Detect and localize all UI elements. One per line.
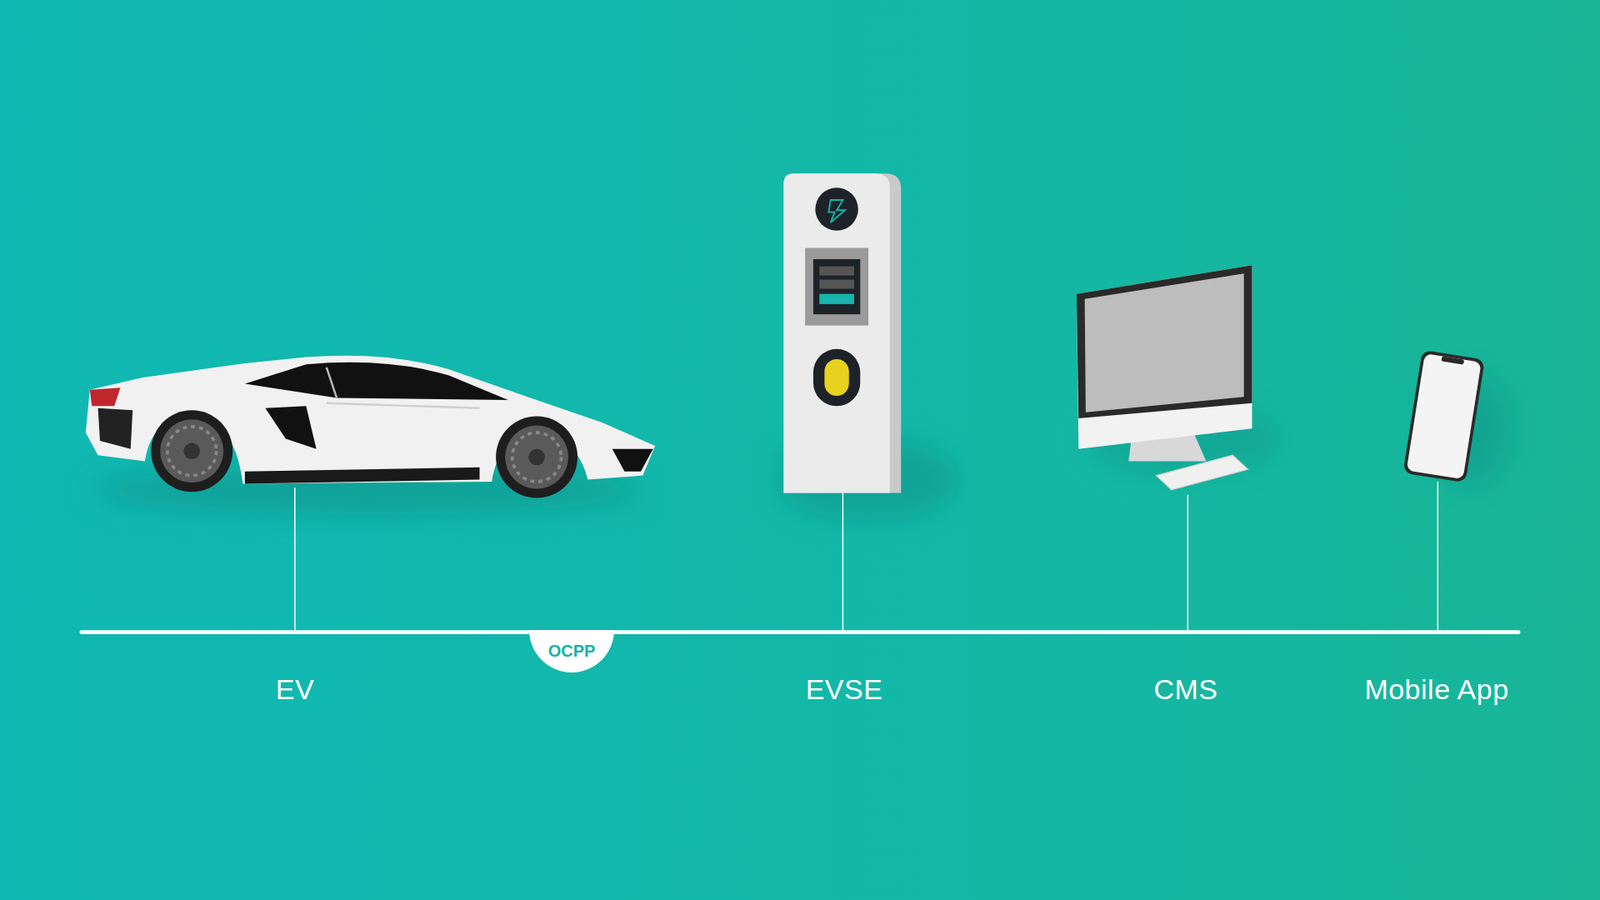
- front-intake: [612, 449, 654, 472]
- side-intake: [265, 405, 316, 449]
- monitor-body: [1076, 265, 1253, 449]
- car-pillar: [326, 367, 337, 399]
- phone-screen: [1406, 353, 1482, 480]
- computer-illustration: [1076, 265, 1253, 490]
- car-illustration: [85, 355, 655, 499]
- stage-label: Mobile App: [1364, 673, 1509, 706]
- rear-wheel: [150, 410, 233, 492]
- phone-notch: [1441, 355, 1465, 365]
- charger-body: [783, 173, 890, 493]
- phone-illustration: [1402, 350, 1485, 483]
- leader-line: [294, 487, 295, 632]
- leader-line: [842, 492, 844, 632]
- screen-frame: [805, 248, 869, 326]
- car-line: [326, 403, 480, 409]
- monitor-screen: [1085, 273, 1245, 413]
- keyboard: [1155, 455, 1248, 490]
- screen: [813, 259, 860, 315]
- charger-illustration: [783, 173, 901, 493]
- charger-logo-bolt: [828, 200, 845, 223]
- front-wheel: [495, 416, 578, 499]
- protocol-name: OCPP: [548, 641, 596, 660]
- screen-bar: [819, 294, 855, 305]
- charger-side: [783, 173, 901, 493]
- side-skirt: [245, 467, 480, 485]
- yellow-button: [824, 359, 849, 396]
- charger-logo: [815, 187, 858, 230]
- phone-frame: [1402, 350, 1485, 483]
- screen-bar: [819, 266, 855, 276]
- stage-label: EV: [275, 673, 315, 706]
- button-frame: [813, 349, 860, 407]
- protocol-badge: OCPP: [529, 630, 615, 673]
- stage-label: EVSE: [805, 673, 884, 706]
- rear-vent: [98, 408, 134, 450]
- car-window: [245, 362, 509, 400]
- monitor-bezel: [1076, 265, 1253, 419]
- leader-line: [1437, 481, 1439, 632]
- tail-light: [90, 387, 121, 406]
- stage-label: CMS: [1153, 673, 1218, 706]
- screen-bar: [819, 280, 855, 290]
- leader-line: [1187, 495, 1189, 632]
- timeline-axis: [81, 630, 1519, 635]
